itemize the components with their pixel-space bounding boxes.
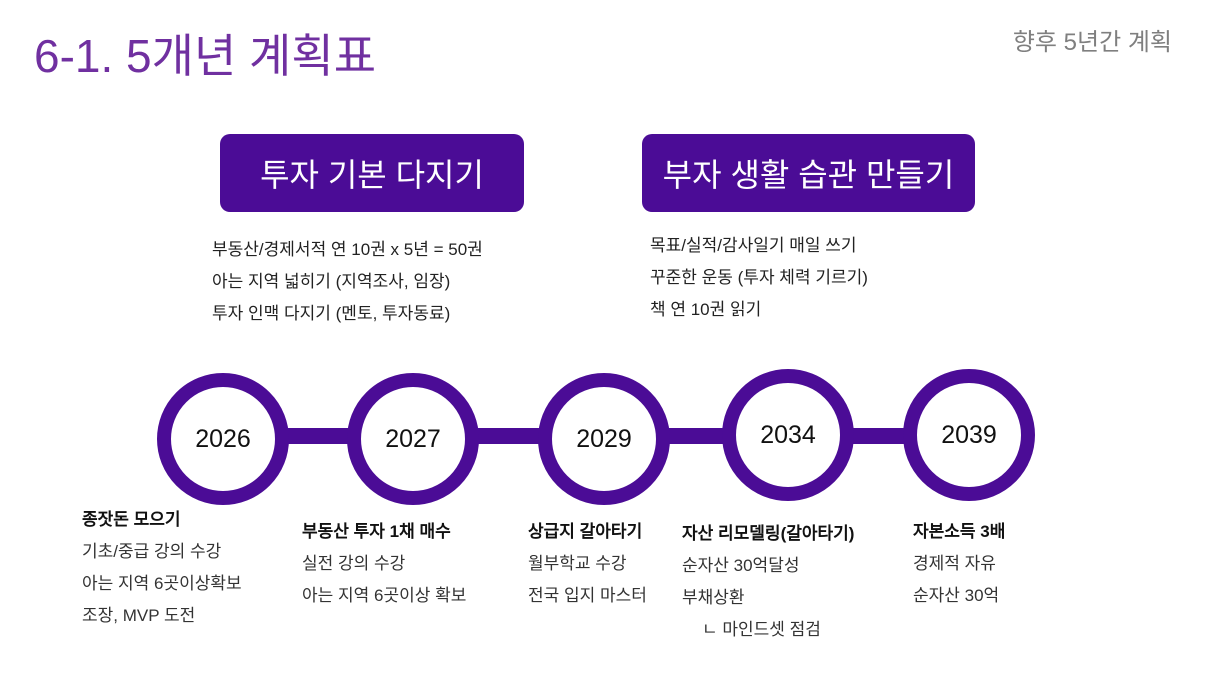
goal-item: 부동산/경제서적 연 10권 x 5년 = 50권 bbox=[212, 240, 483, 259]
milestone-heading: 종잣돈 모으기 bbox=[82, 510, 181, 529]
milestone-item: 실전 강의 수강 bbox=[302, 554, 406, 573]
milestone-item: 조장, MVP 도전 bbox=[82, 606, 196, 625]
milestone-item: 아는 지역 6곳이상 확보 bbox=[302, 586, 467, 605]
milestone-item: 전국 입지 마스터 bbox=[528, 586, 647, 605]
page-title: 6-1. 5개년 계획표 bbox=[34, 30, 377, 82]
goal-item: 아는 지역 넓히기 (지역조사, 임장) bbox=[212, 272, 451, 291]
milestone-2029: 상급지 갈아타기 월부학교 수강 전국 입지 마스터 bbox=[528, 516, 647, 612]
year-circle-2026: 2026 bbox=[157, 373, 289, 505]
milestone-heading: 자산 리모델링(갈아타기) bbox=[682, 524, 855, 543]
year-circle-2029: 2029 bbox=[538, 373, 670, 505]
milestone-heading: 부동산 투자 1채 매수 bbox=[302, 522, 451, 541]
phase-box-investment-basics: 투자 기본 다지기 bbox=[220, 134, 524, 212]
milestone-item: 순자산 30억 bbox=[913, 586, 1000, 605]
goal-item: 투자 인맥 다지기 (멘토, 투자동료) bbox=[212, 304, 451, 323]
milestone-heading: 상급지 갈아타기 bbox=[528, 522, 643, 541]
milestone-item: 월부학교 수강 bbox=[528, 554, 627, 573]
goal-item: 목표/실적/감사일기 매일 쓰기 bbox=[650, 236, 857, 255]
goal-item: 책 연 10권 읽기 bbox=[650, 300, 762, 319]
phase-goals-2: 목표/실적/감사일기 매일 쓰기 꾸준한 운동 (투자 체력 기르기) 책 연 … bbox=[650, 230, 868, 326]
milestone-item: 순자산 30억달성 bbox=[682, 556, 800, 575]
year-circle-2034: 2034 bbox=[722, 369, 854, 501]
milestone-2034: 자산 리모델링(갈아타기) 순자산 30억달성 부채상환 ㄴ 마인드셋 점검 bbox=[682, 518, 854, 646]
milestone-item: ㄴ 마인드셋 점검 bbox=[702, 620, 821, 639]
milestone-2026: 종잣돈 모으기 기초/중급 강의 수강 아는 지역 6곳이상확보 조장, MVP… bbox=[82, 504, 242, 632]
milestone-item: 경제적 자유 bbox=[913, 554, 996, 573]
year-circle-2039: 2039 bbox=[903, 369, 1035, 501]
phase-goals-1: 부동산/경제서적 연 10권 x 5년 = 50권 아는 지역 넓히기 (지역조… bbox=[212, 234, 483, 330]
milestone-heading: 자본소득 3배 bbox=[913, 522, 1006, 541]
milestone-item: 기초/중급 강의 수강 bbox=[82, 542, 222, 561]
milestone-2027: 부동산 투자 1채 매수 실전 강의 수강 아는 지역 6곳이상 확보 bbox=[302, 516, 466, 612]
milestone-item: 아는 지역 6곳이상확보 bbox=[82, 574, 242, 593]
page-subtitle: 향후 5년간 계획 bbox=[1012, 29, 1172, 56]
goal-item: 꾸준한 운동 (투자 체력 기르기) bbox=[650, 268, 868, 287]
milestone-2039: 자본소득 3배 경제적 자유 순자산 30억 bbox=[913, 516, 1005, 612]
year-circle-2027: 2027 bbox=[347, 373, 479, 505]
phase-box-rich-habits: 부자 생활 습관 만들기 bbox=[642, 134, 975, 212]
milestone-item: 부채상환 bbox=[682, 588, 745, 607]
